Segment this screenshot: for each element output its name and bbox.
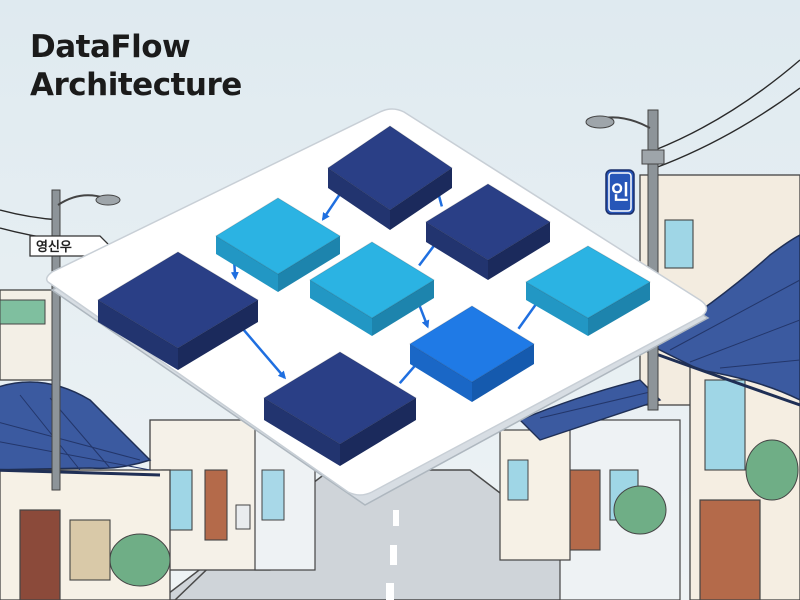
node-top-top-face — [327, 125, 453, 211]
nodes-layer — [97, 125, 651, 466]
node-top — [327, 125, 453, 230]
node-big-left-right-face — [178, 300, 258, 370]
node-mid-left-top-face — [215, 197, 341, 275]
node-center-right-face — [372, 280, 434, 336]
node-center-left-face — [310, 280, 372, 336]
node-mid-right — [425, 183, 551, 280]
node-top-left-face — [328, 168, 390, 230]
node-mid-left — [215, 197, 341, 292]
node-center-low — [409, 305, 535, 402]
road-markings — [386, 510, 399, 600]
node-center-low-right-face — [472, 344, 534, 402]
node-center-top-face — [309, 241, 435, 319]
right-street-light — [585, 109, 665, 411]
node-center-low-top-face — [409, 305, 535, 383]
right-street-sign: 인 — [605, 169, 635, 215]
left-buildings — [0, 289, 316, 600]
flow-arrow-big-left-to-bottom — [235, 320, 287, 380]
node-bottom — [263, 351, 417, 466]
node-mid-right-top-face — [425, 183, 551, 261]
node-bottom-right-face — [340, 398, 416, 466]
node-center — [309, 241, 435, 336]
node-right-top-face — [525, 245, 651, 319]
power-lines — [0, 59, 800, 241]
right-sign-text: 인 — [611, 180, 629, 204]
node-big-left-left-face — [98, 300, 178, 370]
node-right-left-face — [526, 282, 588, 336]
left-street-sign: 영신우 — [29, 235, 111, 257]
node-top-right-face — [390, 168, 452, 230]
title-block: DataFlow Architecture — [30, 28, 242, 104]
node-mid-right-left-face — [426, 222, 488, 280]
node-big-left-top-face — [97, 251, 259, 349]
node-mid-left-left-face — [216, 236, 278, 292]
node-big-left — [97, 251, 259, 370]
node-center-low-left-face — [410, 344, 472, 402]
left-street-light — [51, 189, 121, 491]
node-bottom-left-face — [264, 398, 340, 466]
title-line-1: DataFlow — [30, 29, 191, 65]
right-hanok-roofs — [518, 234, 800, 441]
node-right — [525, 245, 651, 336]
left-sign-text: 영신우 — [36, 240, 72, 255]
node-bottom-top-face — [263, 351, 417, 445]
node-mid-left-right-face — [278, 236, 340, 292]
node-mid-right-right-face — [488, 222, 550, 280]
title-line-2: Architecture — [30, 67, 242, 103]
node-right-right-face — [588, 282, 650, 336]
left-hanok-roof — [0, 381, 161, 477]
architecture-diagram — [45, 108, 710, 506]
